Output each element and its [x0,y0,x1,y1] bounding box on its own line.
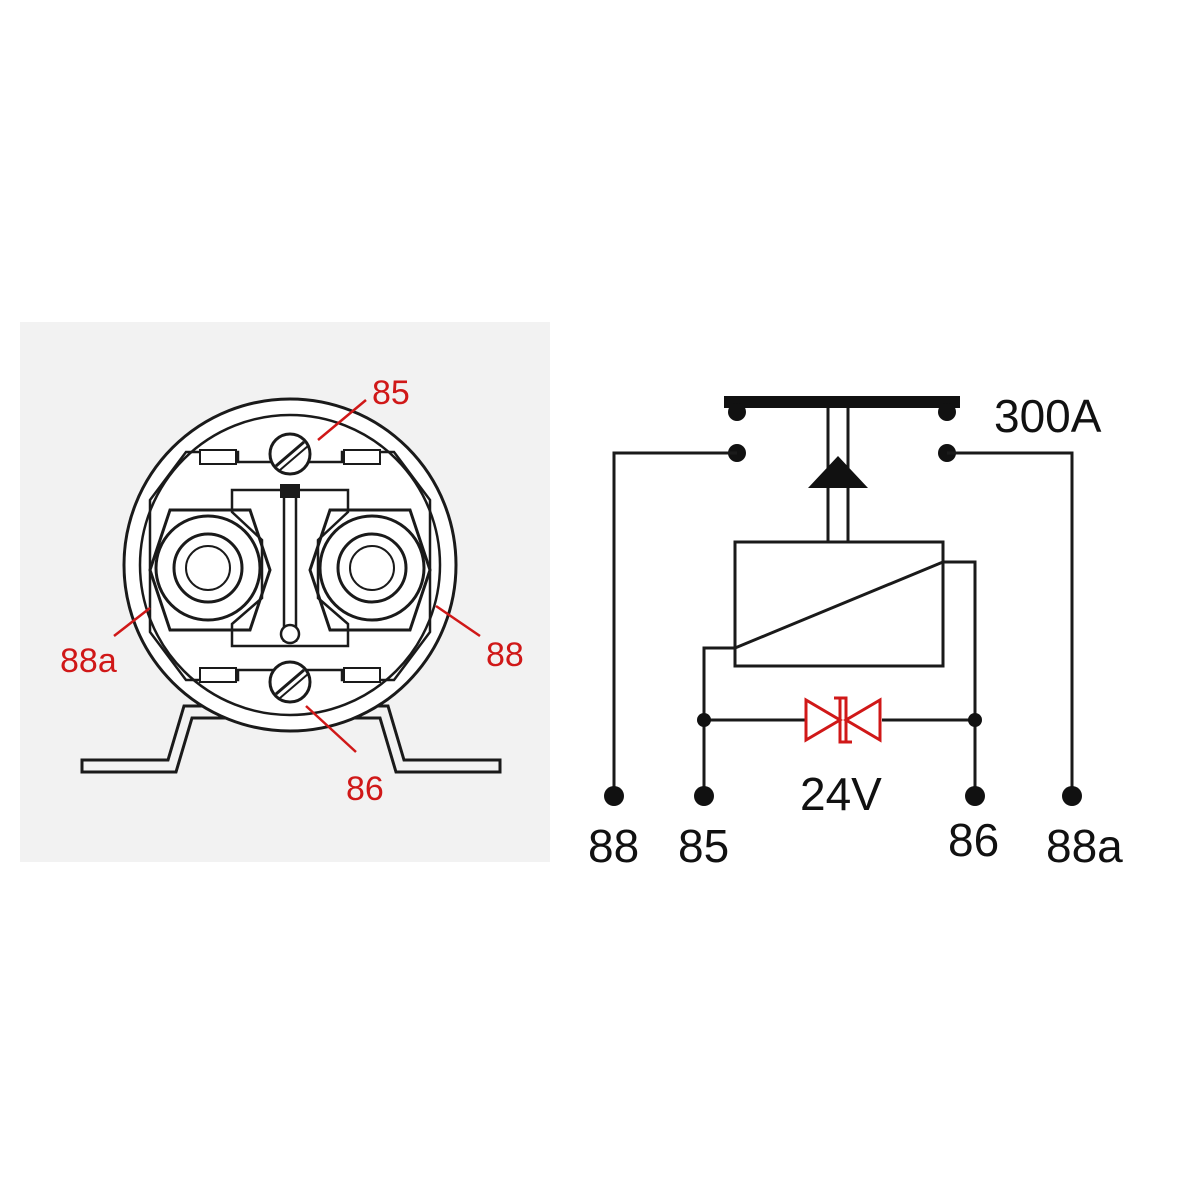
bidirectional-diode-icon [804,696,882,744]
terminal-label-88: 88 [588,820,639,872]
actuator-arrow-icon [808,456,868,488]
terminal-label-85: 85 [678,820,729,872]
coil-voltage-label: 24V [800,768,882,820]
terminal-plate-tab-top-left [199,449,237,465]
center-bridge-plate [230,488,350,648]
callout-label-left: 88a [60,642,117,680]
terminal-plate-tab-top-right [343,449,381,465]
relay-housing-outer [122,397,458,733]
top-screw-icon [268,432,312,476]
terminal-88 [604,786,624,806]
callout-label-top: 85 [372,374,410,412]
wire-88 [612,451,737,795]
callout-label-right: 88 [486,636,524,674]
wire-85 [702,646,735,795]
callout-leader-top [317,399,367,441]
relay-housing-inner [138,413,442,717]
junction-left [697,713,711,727]
left-terminal-stud [172,532,244,604]
bridge-clip-top [280,484,300,498]
contact-bar-end-right [938,403,956,421]
contact-bar [724,396,960,408]
left-terminal-nut [148,508,272,632]
callout-leader-left [113,607,151,637]
coil-winding [734,560,944,650]
wire-86 [943,560,977,795]
callout-leader-bottom [305,705,357,753]
current-rating-label: 300A [994,390,1102,442]
terminal-88a [1062,786,1082,806]
right-terminal-stud [336,532,408,604]
relay-schematic: 300A 24V 88 85 86 88a [588,390,1123,872]
terminal-85 [694,786,714,806]
terminal-86 [965,786,985,806]
left-terminal-stud-core [185,545,231,591]
right-terminal-stud-core [349,545,395,591]
contact-bar-end-left [728,403,746,421]
mounting-bracket [80,704,502,774]
terminal-label-86: 86 [948,814,999,866]
right-terminal-nut [308,508,432,632]
terminal-plate-tab-bottom-left [199,667,237,683]
callout-label-bottom: 86 [346,770,384,808]
terminal-label-88a: 88a [1046,820,1123,872]
terminal-plate-tab-bottom-right [343,667,381,683]
wire-88a [947,451,1074,795]
bottom-screw-icon [268,660,312,704]
bridge-eyelet-bottom [279,623,301,645]
callout-leader-right [435,604,481,638]
relay-physical-view: 85 86 88a 88 [20,322,550,862]
junction-right [968,713,982,727]
